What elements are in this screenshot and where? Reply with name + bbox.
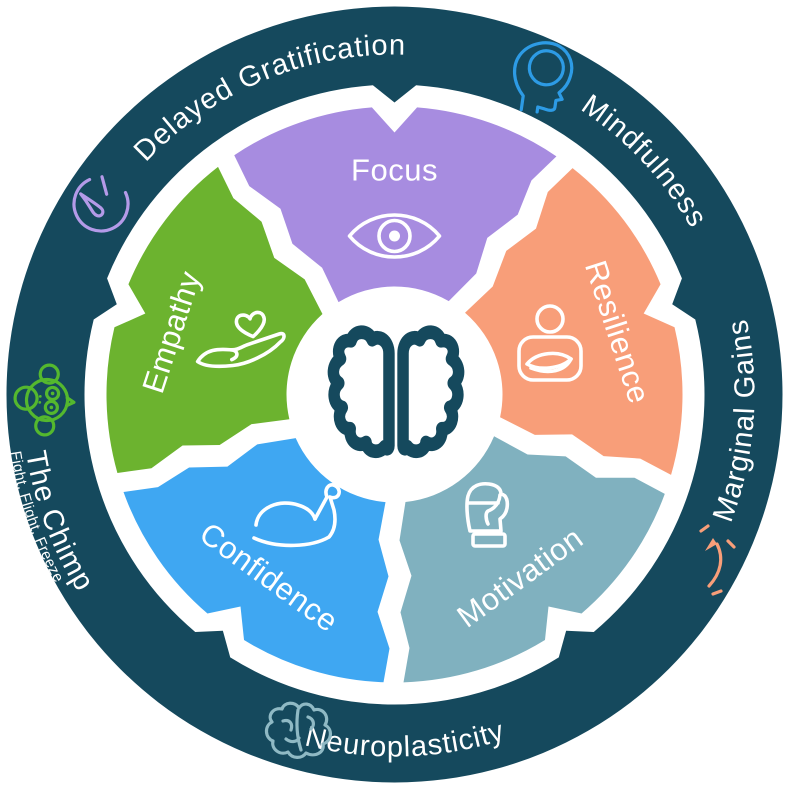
curved-arrow-icon [699, 524, 736, 596]
heart-in-hand-icon [195, 310, 286, 369]
brain-outline-icon [264, 701, 332, 759]
segment-focus [234, 107, 557, 303]
stopwatch-icon [72, 175, 130, 233]
segment-resilience [465, 168, 683, 475]
crossed-arms-icon [517, 304, 583, 382]
segment-empathy [106, 166, 323, 473]
boxing-glove-icon [465, 481, 510, 548]
eye-icon [347, 213, 442, 259]
head-profile-icon [512, 41, 574, 114]
segment-confidence [123, 438, 390, 683]
chimp-face-icon [13, 363, 76, 437]
brain-icon [333, 332, 465, 451]
segment-label-focus: Focus [351, 153, 438, 188]
flexed-bicep-icon [252, 482, 341, 548]
